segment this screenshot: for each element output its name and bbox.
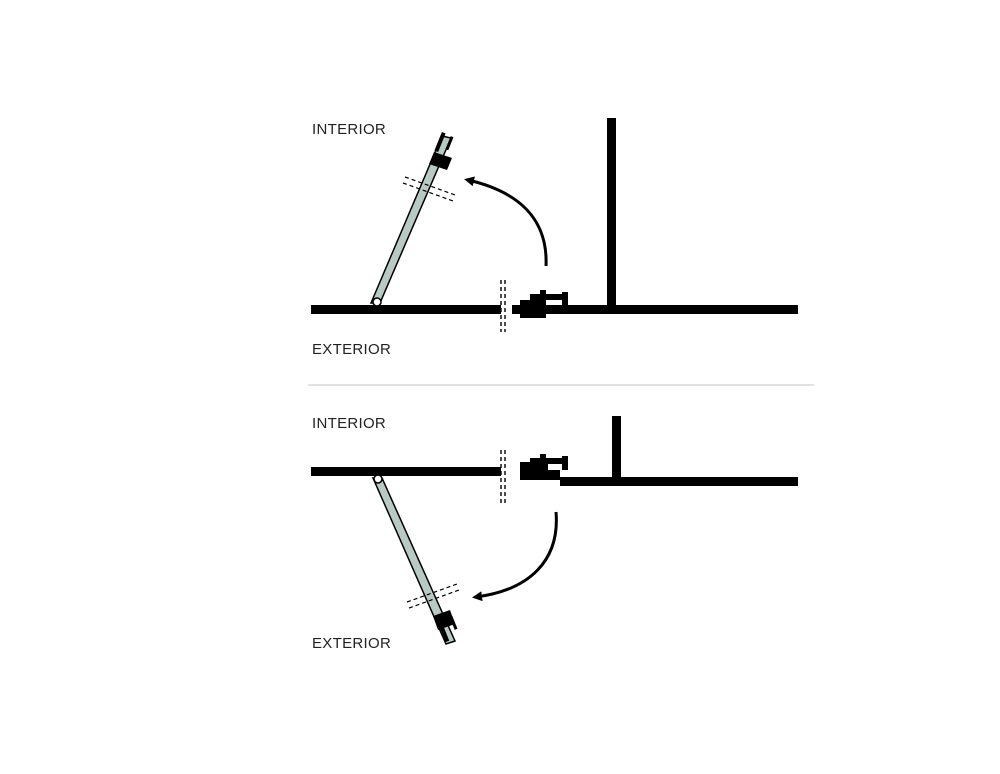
latch-block — [520, 454, 568, 480]
door-panel — [369, 131, 456, 307]
wall-right — [560, 477, 798, 486]
exterior-label-top: EXTERIOR — [312, 341, 392, 358]
swing-arrow-icon — [472, 511, 558, 602]
wall-vertical — [612, 416, 621, 482]
hinge-icon — [373, 474, 383, 484]
latch-block — [520, 290, 568, 318]
outward-swing-diagram — [311, 416, 798, 645]
wall-left — [311, 467, 501, 476]
inward-swing-diagram — [311, 118, 798, 332]
wall-right — [512, 305, 798, 314]
swing-arrow-icon — [464, 176, 548, 267]
wall-left — [311, 305, 501, 314]
interior-label-bottom: INTERIOR — [312, 415, 387, 432]
cut-line — [500, 450, 506, 505]
wall-vertical — [607, 118, 616, 310]
door-panel — [371, 474, 460, 645]
interior-label-top: INTERIOR — [312, 121, 387, 138]
exterior-label-bottom: EXTERIOR — [312, 635, 392, 652]
hinge-icon — [372, 297, 382, 307]
cut-line — [500, 280, 506, 332]
